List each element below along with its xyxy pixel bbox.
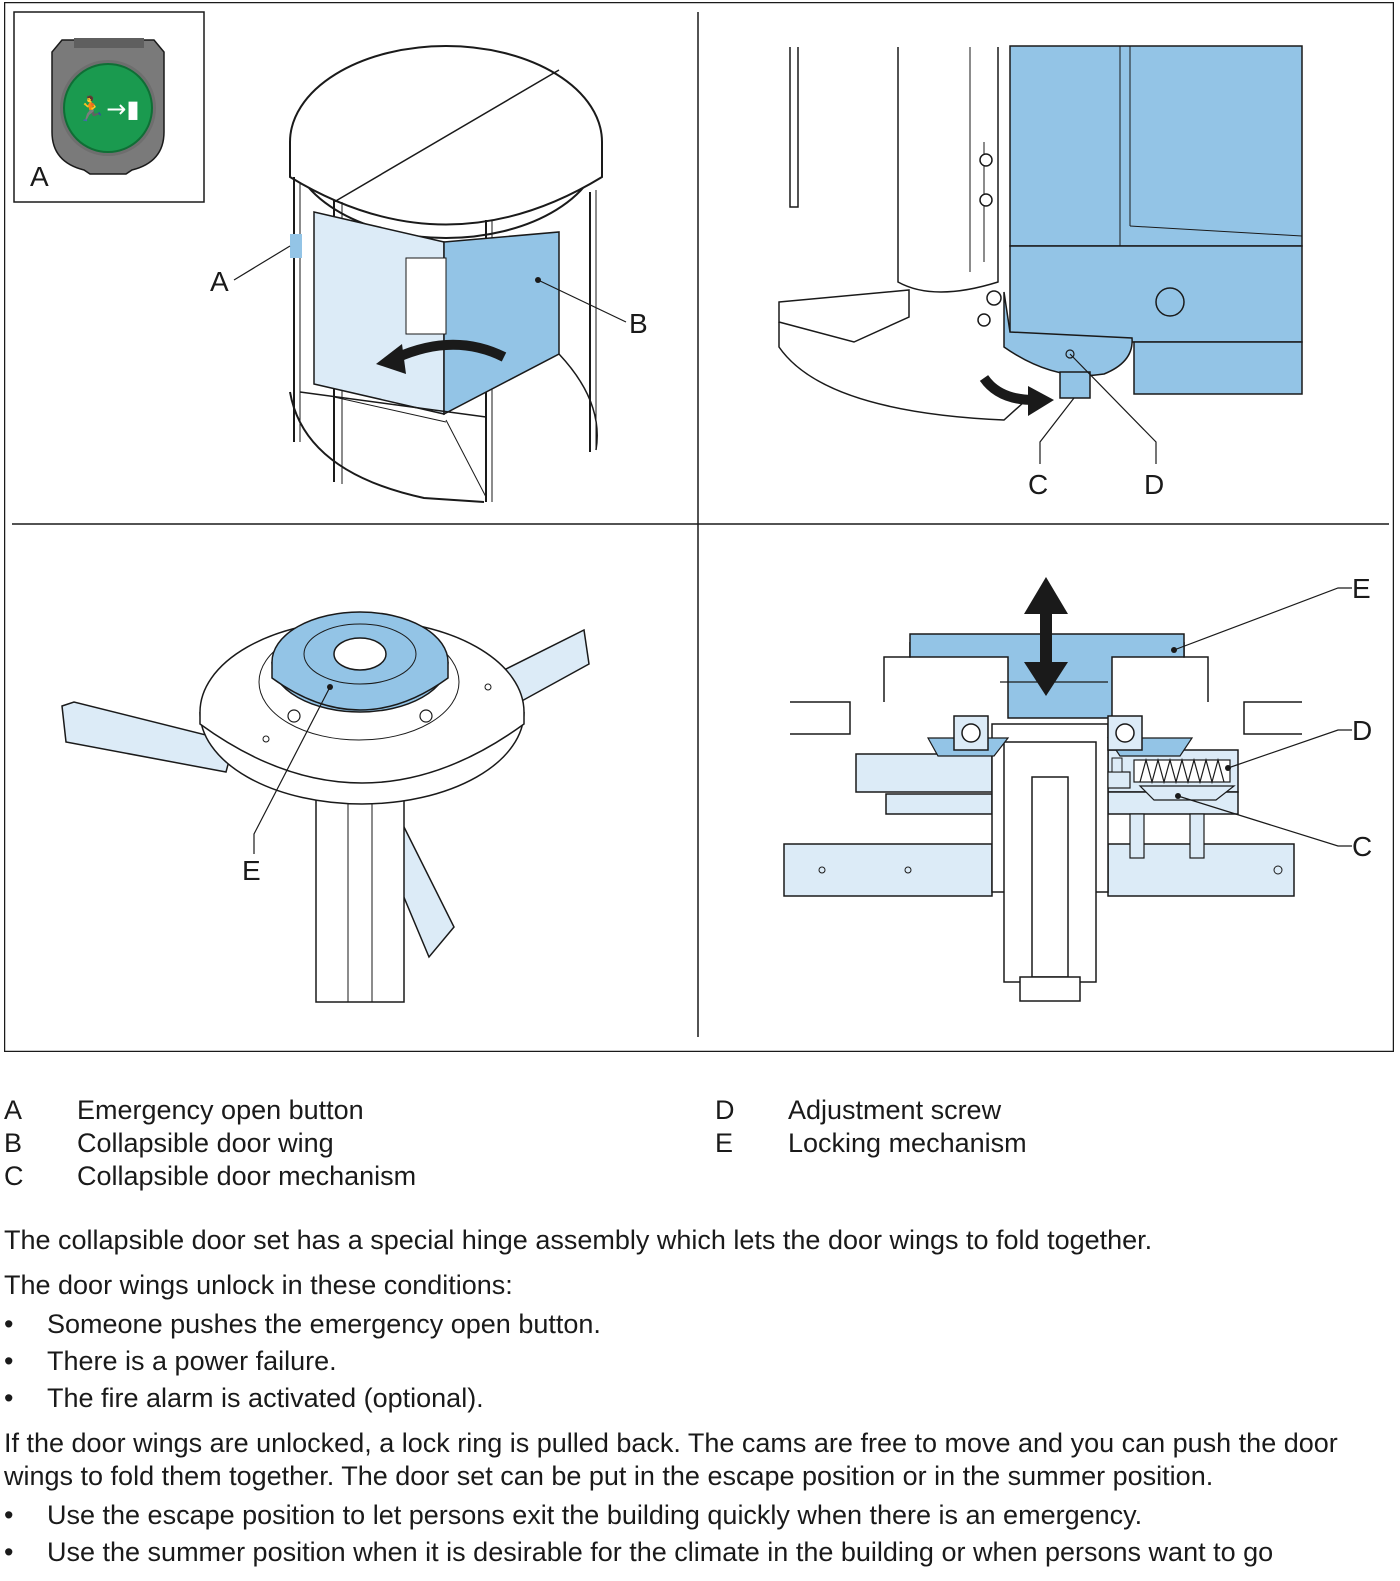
cam xyxy=(1138,785,1236,801)
legend-right: D Adjustment screw E Locking mechanism xyxy=(715,1094,1027,1160)
callout-a: A xyxy=(210,266,229,297)
list-item-text: There is a power failure. xyxy=(47,1346,337,1376)
collapsible-door-mechanism xyxy=(1003,291,1133,377)
positions-list: • Use the escape position to let persons … xyxy=(4,1499,1394,1569)
paragraph-lock-ring: If the door wings are unlocked, a lock r… xyxy=(4,1428,1338,1491)
callout-e-left: E xyxy=(242,855,261,886)
paragraph-hinge: The collapsible door set has a special h… xyxy=(4,1225,1153,1255)
legend-item: E Locking mechanism xyxy=(715,1127,1027,1160)
callout-c-right: C xyxy=(1352,831,1372,862)
callout-d: D xyxy=(1144,469,1164,500)
panel-revolving-door: 🏃→▮ A A B xyxy=(13,11,648,503)
bullet: • xyxy=(4,1346,14,1376)
legend-key: C xyxy=(4,1161,24,1191)
panel-locking-ring: E xyxy=(61,611,590,1003)
curved-arrow-icon xyxy=(393,339,507,363)
technical-figure: 🏃→▮ A A B xyxy=(4,2,1394,1052)
bullet: • xyxy=(4,1537,14,1567)
door-leaf-upper xyxy=(1009,45,1303,247)
callout-b: B xyxy=(629,308,648,339)
legend-item: A Emergency open button xyxy=(4,1094,416,1127)
callout-e-right: E xyxy=(1352,573,1371,604)
list-item: • Use the escape position to let persons … xyxy=(4,1499,1394,1532)
legend-key: A xyxy=(4,1095,23,1125)
legend-item: D Adjustment screw xyxy=(715,1094,1027,1127)
emergency-button-marker xyxy=(290,234,302,258)
panel-cross-section: E D C xyxy=(783,573,1372,1002)
list-item-text: Someone pushes the emergency open button… xyxy=(47,1309,601,1339)
list-item: • Use the summer position when it is desi… xyxy=(4,1536,1394,1569)
callout-inset-a: A xyxy=(30,161,49,192)
bullet: • xyxy=(4,1309,14,1339)
legend-label: Emergency open button xyxy=(77,1095,364,1125)
emergency-button-icon: 🏃→▮ xyxy=(51,38,165,175)
list-item-text: Use the escape position to let persons e… xyxy=(47,1500,1143,1530)
legend-left: A Emergency open button B Collapsible do… xyxy=(4,1094,416,1193)
callout-d-right: D xyxy=(1352,715,1372,746)
callout-c: C xyxy=(1028,469,1048,500)
unlock-conditions-list: • Someone pushes the emergency open butto… xyxy=(4,1308,1394,1415)
legend-key: D xyxy=(715,1095,735,1125)
bullet: • xyxy=(4,1383,14,1413)
list-item-text: The fire alarm is activated (optional). xyxy=(47,1383,484,1413)
list-item-text: Use the summer position when it is desir… xyxy=(47,1537,1274,1567)
body-text: The collapsible door set has a special h… xyxy=(4,1224,1394,1581)
legend-key: B xyxy=(4,1128,23,1158)
legend-item: B Collapsible door wing xyxy=(4,1127,416,1160)
legend-item: C Collapsible door mechanism xyxy=(4,1160,416,1193)
list-item: • There is a power failure. xyxy=(4,1345,1394,1378)
adjustment-spring xyxy=(1139,757,1225,785)
figure-svg: 🏃→▮ A A B xyxy=(4,2,1394,1052)
legend-label: Locking mechanism xyxy=(788,1128,1027,1158)
legend-key: E xyxy=(715,1128,734,1158)
list-item: • Someone pushes the emergency open butto… xyxy=(4,1308,1394,1341)
legend-label: Collapsible door wing xyxy=(77,1128,334,1158)
list-item: • The fire alarm is activated (optional). xyxy=(4,1382,1394,1415)
legend-label: Adjustment screw xyxy=(788,1095,1002,1125)
panel-hinge-detail: C D xyxy=(778,45,1303,500)
running-person-exit-icon: 🏃→▮ xyxy=(76,95,139,123)
bullet: • xyxy=(4,1500,14,1530)
legend-label: Collapsible door mechanism xyxy=(77,1161,417,1191)
paragraph-unlock-conditions: The door wings unlock in these condition… xyxy=(4,1270,513,1300)
